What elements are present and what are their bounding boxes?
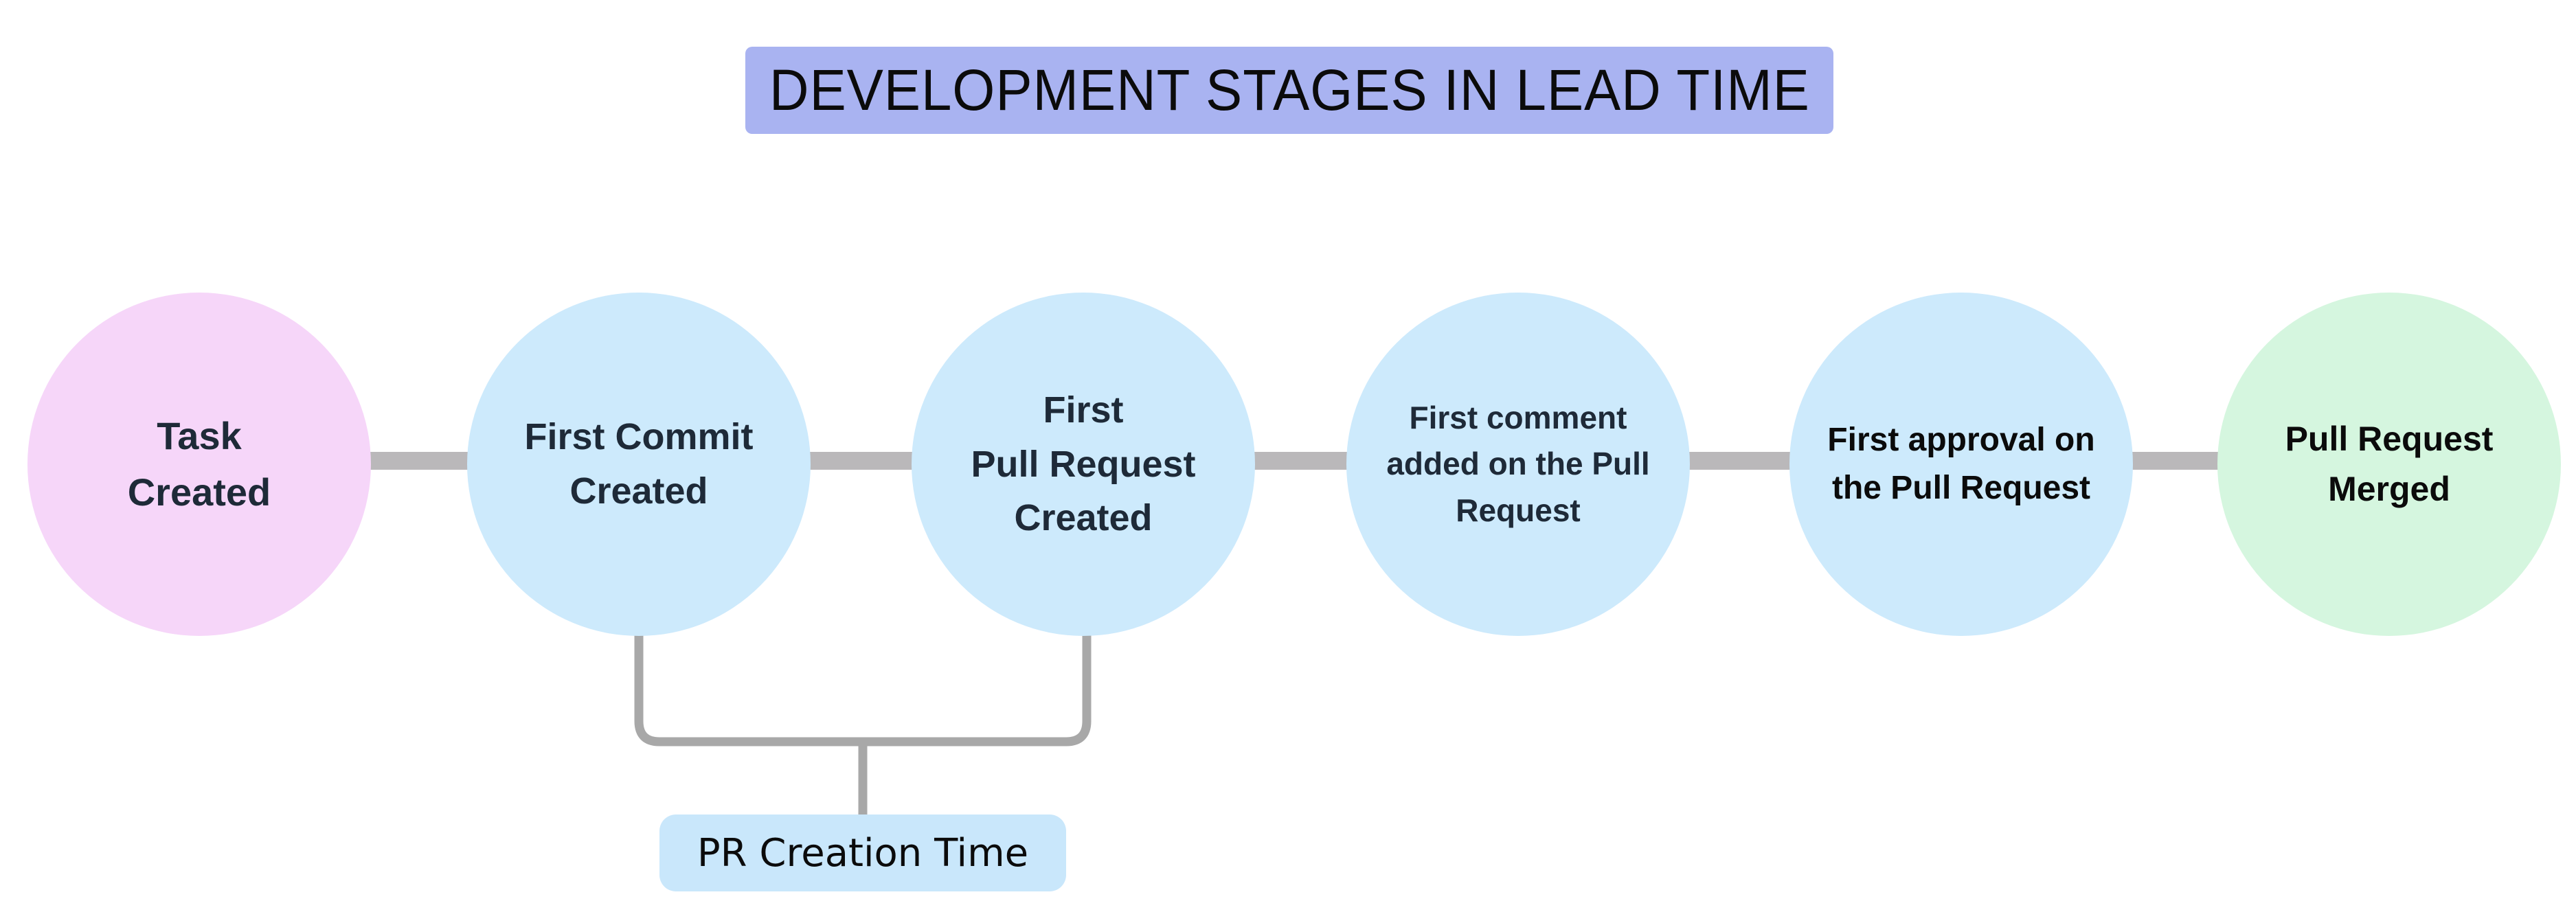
stage-circle-first-commit-created: First Commit Created xyxy=(467,293,811,636)
pr-creation-time-label: PR Creation Time xyxy=(659,814,1066,891)
stage-label-first-commit-created: First Commit Created xyxy=(524,416,754,512)
stage-circle-first-approval: First approval on the Pull Request xyxy=(1789,293,2133,636)
stage-label-pull-request-merged: Pull Request Merged xyxy=(2285,420,2494,508)
stage-circle-first-pull-request-created: First Pull Request Created xyxy=(912,293,1255,636)
pr-creation-time-text: PR Creation Time xyxy=(697,830,1029,876)
stage-circle-first-comment-added: First comment added on the Pull Request xyxy=(1346,293,1690,636)
stage-label-first-approval: First approval on the Pull Request xyxy=(1827,421,2095,506)
stage-circle-task-created: Task Created xyxy=(27,293,371,636)
stage-label-first-pull-request-created: First Pull Request Created xyxy=(971,389,1196,539)
pr-creation-bracket xyxy=(634,622,1092,819)
stage-label-first-comment-added: First comment added on the Pull Request xyxy=(1386,400,1650,528)
diagram-title-text: DEVELOPMENT STAGES IN LEAD TIME xyxy=(769,58,1810,122)
diagram-title-banner: DEVELOPMENT STAGES IN LEAD TIME xyxy=(745,47,1833,134)
stage-label-task-created: Task Created xyxy=(127,414,271,514)
stage-circle-pull-request-merged: Pull Request Merged xyxy=(2217,293,2561,636)
